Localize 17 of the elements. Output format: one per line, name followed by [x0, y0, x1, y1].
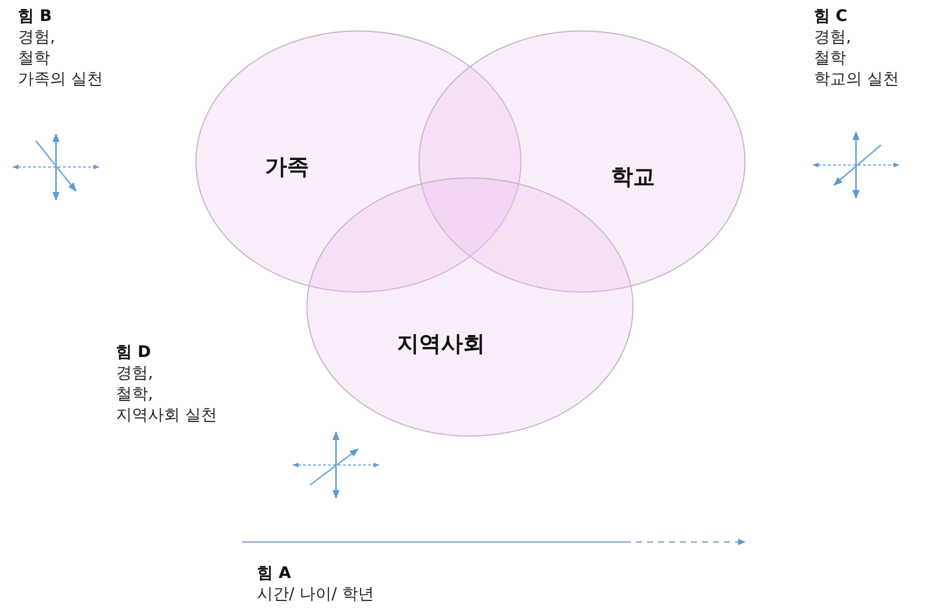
- force-description: 경험,: [116, 363, 154, 383]
- force-description: 경험,: [814, 27, 852, 47]
- force-description: 철학: [18, 48, 50, 68]
- circle-label: 지역사회: [397, 331, 485, 359]
- force-description: 가족의 실천: [18, 69, 104, 89]
- force-heading: 힘 A: [257, 563, 291, 583]
- force-description: 철학: [814, 48, 846, 68]
- force-heading: 힘 C: [814, 6, 848, 26]
- circle-label: 가족: [265, 154, 309, 182]
- force-heading: 힘 B: [18, 6, 52, 26]
- force-heading: 힘 D: [116, 342, 151, 362]
- force-description: 지역사회 실천: [116, 405, 218, 425]
- force-description: 학교의 실천: [814, 69, 900, 89]
- force-description: 경험,: [18, 27, 56, 47]
- force-description: 철학,: [116, 384, 154, 404]
- circle-label: 학교: [611, 164, 655, 192]
- force-description: 시간/ 나이/ 학년: [257, 584, 374, 604]
